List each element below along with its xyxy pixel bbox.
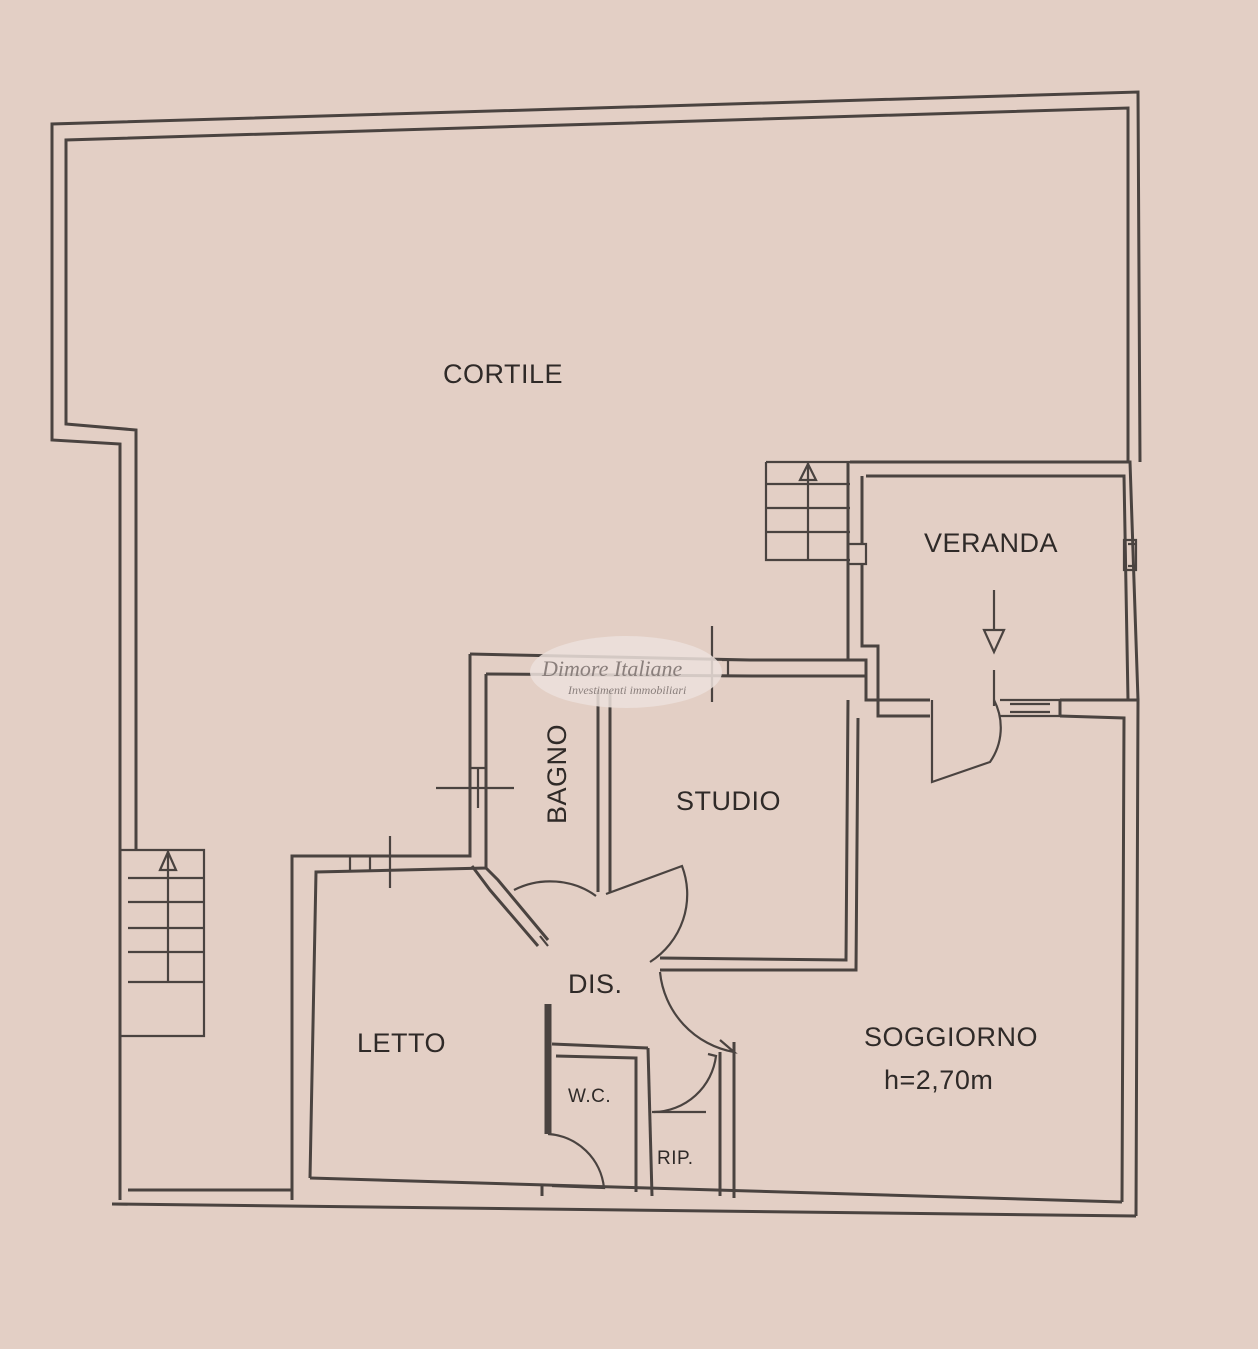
label-soggiorno: SOGGIORNO bbox=[864, 1022, 1038, 1052]
entrance-arrow-icon bbox=[982, 590, 1006, 655]
label-studio: STUDIO bbox=[676, 786, 781, 816]
svg-text:Dimore Italiane: Dimore Italiane bbox=[541, 656, 683, 681]
interior-walls bbox=[470, 690, 860, 1198]
svg-text:Investimenti immobiliari: Investimenti immobiliari bbox=[567, 683, 686, 697]
label-letto: LETTO bbox=[357, 1028, 446, 1058]
label-rip: RIP. bbox=[657, 1148, 694, 1169]
doors bbox=[513, 670, 1002, 1190]
stairs-veranda bbox=[764, 460, 850, 562]
windows bbox=[348, 542, 1136, 888]
veranda-fixture bbox=[846, 542, 868, 566]
outer-walls bbox=[111, 460, 1140, 1218]
label-wc: W.C. bbox=[568, 1086, 611, 1107]
label-veranda: VERANDA bbox=[924, 528, 1058, 558]
label-height: h=2,70m bbox=[884, 1065, 993, 1095]
label-bagno: BAGNO bbox=[542, 724, 572, 824]
stairs-left bbox=[120, 848, 206, 1038]
label-cortile: CORTILE bbox=[443, 359, 563, 389]
courtyard-boundary bbox=[50, 90, 1142, 1200]
veranda-window bbox=[1122, 538, 1138, 572]
label-dis: DIS. bbox=[568, 969, 623, 999]
watermark-logo: Dimore Italiane Investimenti immobiliari bbox=[530, 636, 722, 708]
